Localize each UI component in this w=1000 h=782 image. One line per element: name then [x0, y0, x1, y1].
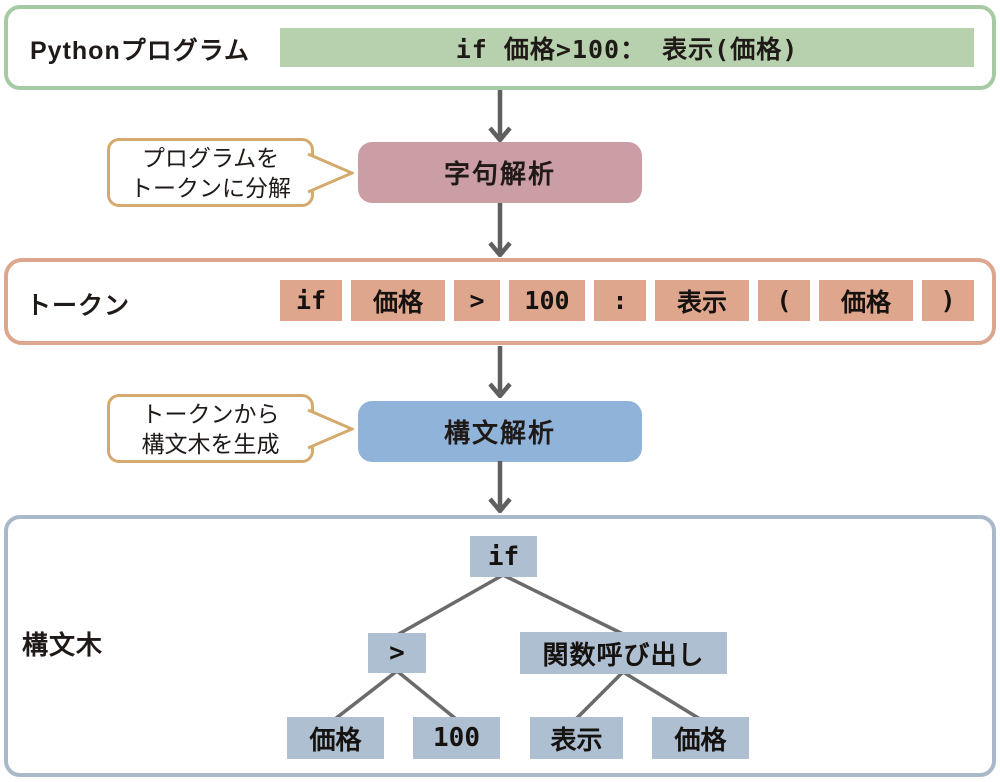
token-panel-label: トークン [26, 292, 131, 320]
token-panel: トークン if 価格 > 100 : 表示 ( 価格 ) [4, 258, 996, 345]
syntax-analysis-box: 構文解析 [358, 401, 642, 462]
arrow-down-1 [487, 90, 513, 142]
token-colon: : [594, 280, 646, 321]
tree-leaf-kakaku-1: 価格 [287, 717, 384, 759]
tree-node-function-call: 関数呼び出し [520, 632, 727, 674]
lexical-analysis-box: 字句解析 [358, 142, 642, 203]
source-code-strip: if 価格>100： 表示(価格) [280, 28, 974, 67]
token-hyouji: 表示 [655, 280, 749, 321]
parse-callout-line2: 構文木を生成 [141, 430, 280, 457]
syntax-tree-label: 構文木 [22, 630, 104, 660]
tree-node-if: if [470, 536, 537, 577]
tree-edges [333, 573, 701, 721]
callout-tail-icon [307, 408, 354, 450]
arrow-down-2 [487, 203, 513, 257]
token-if: if [280, 280, 342, 321]
token-100: 100 [509, 280, 585, 321]
parse-callout: トークンから 構文木を生成 [107, 394, 354, 463]
syntax-tree-panel: 構文木 if > 関数呼び出し 価格 100 表示 価格 [4, 515, 996, 777]
token-kakaku-1: 価格 [351, 280, 445, 321]
token-row: if 価格 > 100 : 表示 ( 価格 ) [280, 280, 974, 321]
parse-callout-line1: トークンから [141, 400, 280, 427]
arrow-down-3 [487, 346, 513, 398]
tree-node-gt: > [368, 633, 426, 673]
token-lparen: ( [758, 280, 810, 321]
source-code-text: if 価格>100： 表示(価格) [455, 34, 799, 64]
python-program-panel: Pythonプログラム if 価格>100： 表示(価格) [4, 5, 996, 90]
arrow-down-4 [487, 461, 513, 513]
lex-callout-line1: プログラムを [141, 144, 280, 171]
lex-callout-line2: トークンに分解 [130, 174, 291, 201]
lex-callout: プログラムを トークンに分解 [107, 138, 354, 207]
callout-tail-icon [307, 152, 354, 194]
tree-leaf-100: 100 [413, 717, 500, 759]
token-gt: > [454, 280, 500, 321]
tree-leaf-kakaku-2: 価格 [652, 717, 749, 759]
tree-leaf-hyouji: 表示 [530, 717, 623, 759]
token-kakaku-2: 価格 [819, 280, 913, 321]
syntax-analysis-label: 構文解析 [443, 418, 556, 448]
token-rparen: ) [922, 280, 974, 321]
python-program-label: Pythonプログラム [30, 37, 250, 65]
lexical-analysis-label: 字句解析 [443, 159, 556, 189]
